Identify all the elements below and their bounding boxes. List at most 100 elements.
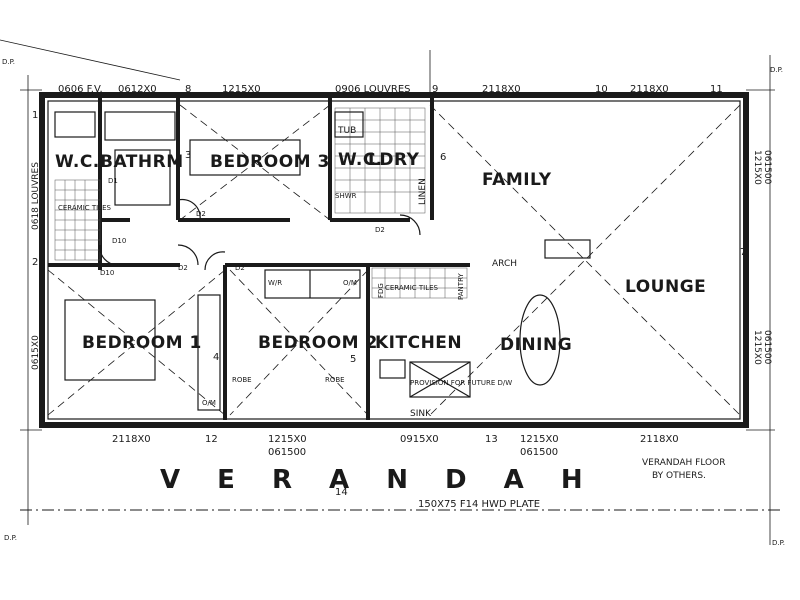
stove xyxy=(409,361,471,398)
note-om-2: O/M xyxy=(202,399,216,407)
tiled-areas xyxy=(54,107,468,299)
window-bottom-2: 1215X0 xyxy=(268,434,307,445)
window-right-2: 061500 xyxy=(762,150,772,185)
room-pantry: PANTRY xyxy=(457,273,465,300)
door-arc-2 xyxy=(177,244,199,266)
door-label-6: D10 xyxy=(100,269,114,277)
robe-2 xyxy=(264,269,361,299)
room-bedroom1: BEDROOM 1 xyxy=(82,333,202,353)
room-wc: W.C. xyxy=(55,152,100,172)
note-verandah-floor: VERANDAH FLOOR xyxy=(642,458,725,468)
marker-6: 6 xyxy=(440,152,446,163)
room-lounge: LOUNGE xyxy=(625,277,706,297)
window-top-5: 2118X0 xyxy=(482,84,521,95)
window-labels-top: 0606 F.V. 0612X0 1215X0 0906 LOUVRES 211… xyxy=(58,84,669,95)
window-top-1: 0606 F.V. xyxy=(58,84,103,95)
room-linen: LINEN xyxy=(418,178,428,205)
number-markers: 8 9 10 11 12 13 1 2 3 4 5 6 7 14 xyxy=(32,84,746,498)
note-dp-top-right: D.P. xyxy=(770,66,783,74)
room-kitchen: KITCHEN xyxy=(375,333,462,353)
marker-1: 1 xyxy=(32,110,38,121)
window-right-3: 1215X0 xyxy=(752,330,762,365)
door-arc-4 xyxy=(399,214,421,236)
window-labels-bottom: 2118X0 1215X0 061500 0915X0 1215X0 06150… xyxy=(112,434,679,458)
marker-9: 9 xyxy=(432,84,438,95)
marker-8: 8 xyxy=(185,84,191,95)
room-labels: W.C. BATHRM BEDROOM 3 W.C. LDRY TUB FAMI… xyxy=(55,126,706,495)
dining-table xyxy=(519,294,561,386)
door-arc-3 xyxy=(99,244,119,266)
window-top-3: 1215X0 xyxy=(222,84,261,95)
room-ldry: LDRY xyxy=(368,150,420,170)
robe-1 xyxy=(197,294,221,411)
window-bottom-4: 0915X0 xyxy=(400,434,439,445)
window-top-4: 0906 LOUVRES xyxy=(335,84,411,95)
bed-1 xyxy=(64,299,156,381)
room-wc-2: W.C. xyxy=(338,150,383,170)
interior-walls xyxy=(48,98,470,420)
door-label-1: D1 xyxy=(108,177,118,185)
door-label-3: D2 xyxy=(178,264,188,272)
room-dining: DINING xyxy=(500,335,572,355)
marker-14: 14 xyxy=(335,487,348,498)
door-labels: D1 D2 D2 D2 D10 D10 D2 xyxy=(100,177,385,277)
sink xyxy=(379,359,406,379)
marker-13: 13 xyxy=(485,434,498,445)
extension-lines xyxy=(0,39,775,545)
room-bathrm: BATHRM xyxy=(100,152,184,172)
note-wir-1: W/R xyxy=(268,279,282,287)
window-bottom-7: 2118X0 xyxy=(640,434,679,445)
bath-tub xyxy=(104,111,176,141)
window-left-1: 0618 LOUVRES xyxy=(31,162,41,230)
window-top-6: 2118X0 xyxy=(630,84,669,95)
diagonal-dashes xyxy=(47,104,741,416)
fixtures xyxy=(54,111,591,411)
verandah-label: V E R A N D A H xyxy=(160,465,597,495)
door-label-5: D10 xyxy=(112,237,126,245)
note-dp-top-left: D.P. xyxy=(2,58,15,66)
note-plate: 150X75 F14 HWD PLATE xyxy=(418,499,540,510)
door-arc-5 xyxy=(177,198,201,221)
marker-12: 12 xyxy=(205,434,218,445)
note-by-others: BY OTHERS. xyxy=(652,471,706,481)
window-bottom-6: 061500 xyxy=(520,447,558,458)
door-label-4: D2 xyxy=(235,264,245,272)
window-bottom-3: 061500 xyxy=(268,447,306,458)
door-label-7: D2 xyxy=(375,226,385,234)
window-top-2: 0612X0 xyxy=(118,84,157,95)
marker-11: 11 xyxy=(710,84,723,95)
note-dp-bottom-left: D.P. xyxy=(4,534,17,542)
room-bedroom2: BEDROOM 2 xyxy=(258,333,378,353)
room-tub: TUB xyxy=(337,126,356,136)
window-bottom-5: 1215X0 xyxy=(520,434,559,445)
note-arch: ARCH xyxy=(492,259,517,269)
window-right-1: 1215X0 xyxy=(752,150,762,185)
window-right-4: 061500 xyxy=(762,330,772,365)
marker-10: 10 xyxy=(595,84,608,95)
marker-3: 3 xyxy=(185,150,191,161)
window-bottom-1: 2118X0 xyxy=(112,434,151,445)
note-om-1: O/M xyxy=(343,279,357,287)
note-dp-bottom-right: D.P. xyxy=(772,539,785,547)
window-labels-sides: 0618 LOUVRES 0615X0 1215X0 061500 1215X0… xyxy=(31,150,772,370)
note-sink: SINK xyxy=(410,409,432,419)
marker-2: 2 xyxy=(32,257,38,268)
marker-4: 4 xyxy=(213,352,219,363)
note-ceramic-tiles-kitchen: CERAMIC TILES xyxy=(385,284,439,292)
vanity xyxy=(54,111,96,138)
tub-fixture xyxy=(334,111,364,138)
note-stove: PROVISION FOR FUTURE D/W xyxy=(410,379,512,387)
room-bedroom3: BEDROOM 3 xyxy=(210,152,330,172)
note-robe-2: ROBE xyxy=(325,376,345,384)
shower-tray xyxy=(114,149,171,206)
outer-walls xyxy=(39,92,749,428)
room-family: FAMILY xyxy=(482,170,552,190)
note-shower: SHWR xyxy=(335,192,357,200)
couch xyxy=(544,239,591,259)
note-robe-1: ROBE xyxy=(232,376,252,384)
note-ceramic-tiles: CERAMIC TILES xyxy=(58,204,112,212)
bed-3 xyxy=(189,139,301,176)
window-left-2: 0615X0 xyxy=(31,335,41,370)
marker-5: 5 xyxy=(350,354,356,365)
